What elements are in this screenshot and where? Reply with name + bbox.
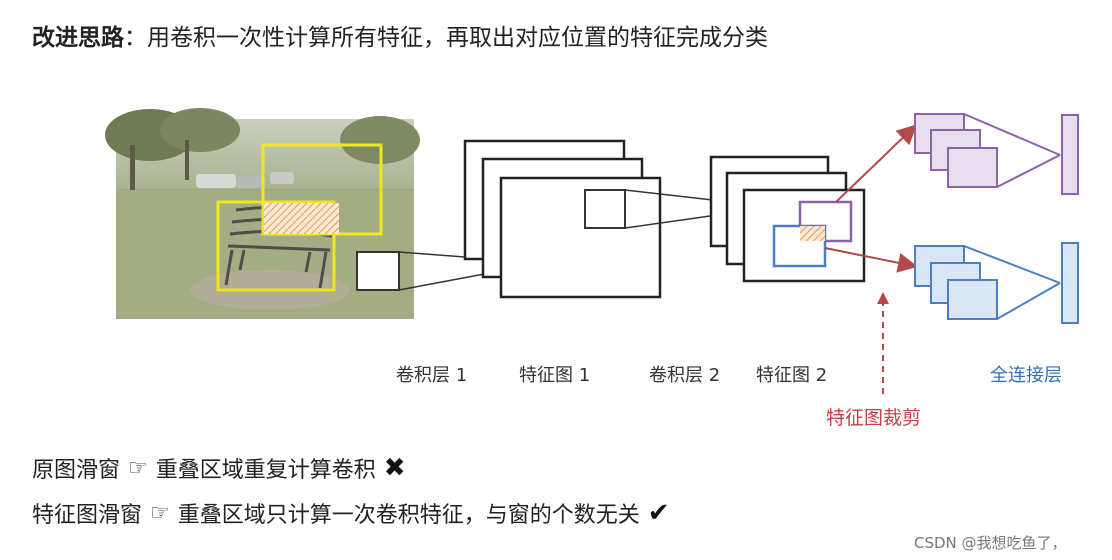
note-image-sliding-window: 原图滑窗 ☞ 重叠区域重复计算卷积 ✖ [32,452,406,484]
note-1-label: 原图滑窗 [32,458,121,483]
label-conv-layer-2: 卷积层 2 [649,365,721,386]
note-feature-sliding-window: 特征图滑窗 ☞ 重叠区域只计算一次卷积特征，与窗的个数无关 ✔ [32,497,670,529]
feature-map-1-stack [463,139,662,299]
overlap-region [264,203,339,234]
pointing-hand-icon: ☞ [150,500,170,526]
conv-kernel-1 [356,251,400,291]
arrow-to-fc-blue [824,247,918,273]
fc-branch-blue [914,242,1079,324]
label-feature-map-1: 特征图 1 [519,365,591,386]
note-2-detail: 重叠区域只计算一次卷积特征，与窗的个数无关 [177,503,640,528]
label-fully-connected: 全连接层 [990,365,1062,386]
pointing-hand-icon: ☞ [128,455,148,481]
cross-icon: ✖ [383,453,406,483]
label-feature-map-crop: 特征图裁剪 [826,407,922,429]
watermark: CSDN @我想吃鱼了， [914,534,1067,552]
crop-overlap [800,226,825,241]
check-icon: ✔ [647,498,670,528]
fc-branch-purple [914,113,1079,195]
arrow-to-fc-purple [835,124,917,203]
park-bench-photo [105,108,420,319]
sliding-window-2 [216,200,336,292]
note-2-label: 特征图滑窗 [32,503,143,528]
title-keyword: 改进思路 [32,25,124,51]
note-1-detail: 重叠区域重复计算卷积 [155,458,376,483]
label-feature-map-2: 特征图 2 [756,365,828,386]
label-conv-layer-1: 卷积层 1 [396,365,468,386]
page-title: 改进思路：用卷积一次性计算所有特征，再取出对应位置的特征完成分类 [32,18,768,52]
conv-kernel-2 [584,189,626,229]
title-text: ：用卷积一次性计算所有特征，再取出对应位置的特征完成分类 [124,25,768,51]
